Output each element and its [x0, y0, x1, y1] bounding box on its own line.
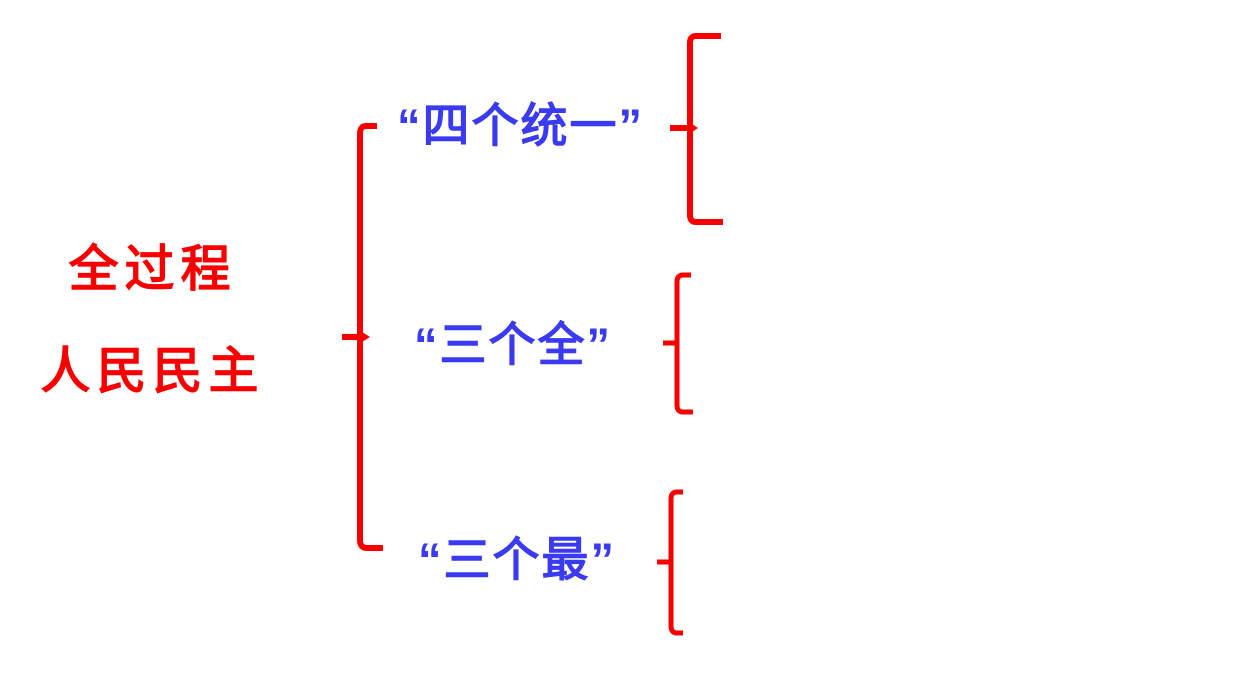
root-node-line-2: 人民民主 — [40, 343, 265, 399]
root-node: 全过程 人民民主 — [25, 0, 280, 683]
branch-2-brace-connector — [663, 272, 693, 415]
branch-1-brace-connector — [670, 33, 723, 225]
branch-label-3: “三个最” — [418, 533, 616, 586]
main-brace-connector — [342, 123, 383, 551]
root-node-line-1: 全过程 — [68, 241, 237, 297]
branch-label-2: “三个全” — [414, 318, 612, 371]
branch-3-brace-connector — [657, 489, 683, 636]
branch-label-1: “四个统一” — [397, 99, 644, 152]
